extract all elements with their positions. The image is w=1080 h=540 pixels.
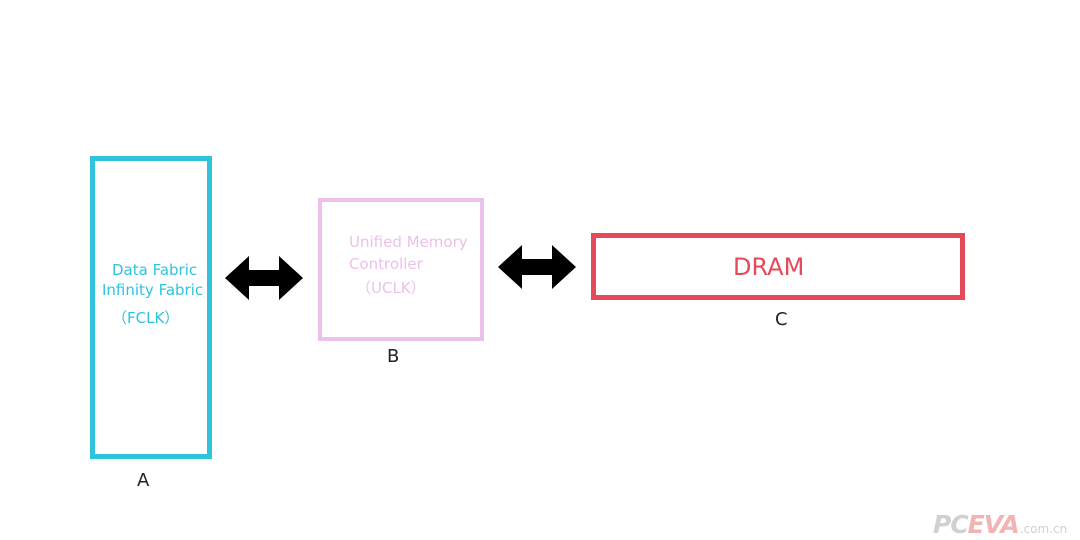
box-b-label-line3: （UCLK） xyxy=(356,279,426,297)
box-b-letter: B xyxy=(387,346,400,367)
box-b-label-line1: Unified Memory xyxy=(349,233,468,251)
box-a-label-line1: Data Fabric xyxy=(112,261,198,279)
watermark-brand-part1: PC xyxy=(933,510,969,539)
box-a-label-line3: （FCLK） xyxy=(112,309,180,327)
watermark-suffix: .com.cn xyxy=(1019,522,1068,536)
box-b-label-line2: Controller xyxy=(349,255,423,273)
box-a-data-fabric xyxy=(90,156,212,459)
box-c-label: DRAM xyxy=(733,253,805,281)
watermark-brand-part2: EVA xyxy=(967,510,1020,539)
box-a-label-line2: Infinity Fabric xyxy=(102,281,204,299)
double-headed-arrow-icon xyxy=(225,256,303,300)
box-a-letter: A xyxy=(137,470,150,491)
box-c-letter: C xyxy=(775,309,788,330)
pceva-watermark: PCEVA.com.cn xyxy=(933,512,1067,537)
box-c-dram xyxy=(591,233,965,300)
double-headed-arrow-icon xyxy=(498,245,576,289)
box-b-unified-memory-controller xyxy=(318,198,484,341)
